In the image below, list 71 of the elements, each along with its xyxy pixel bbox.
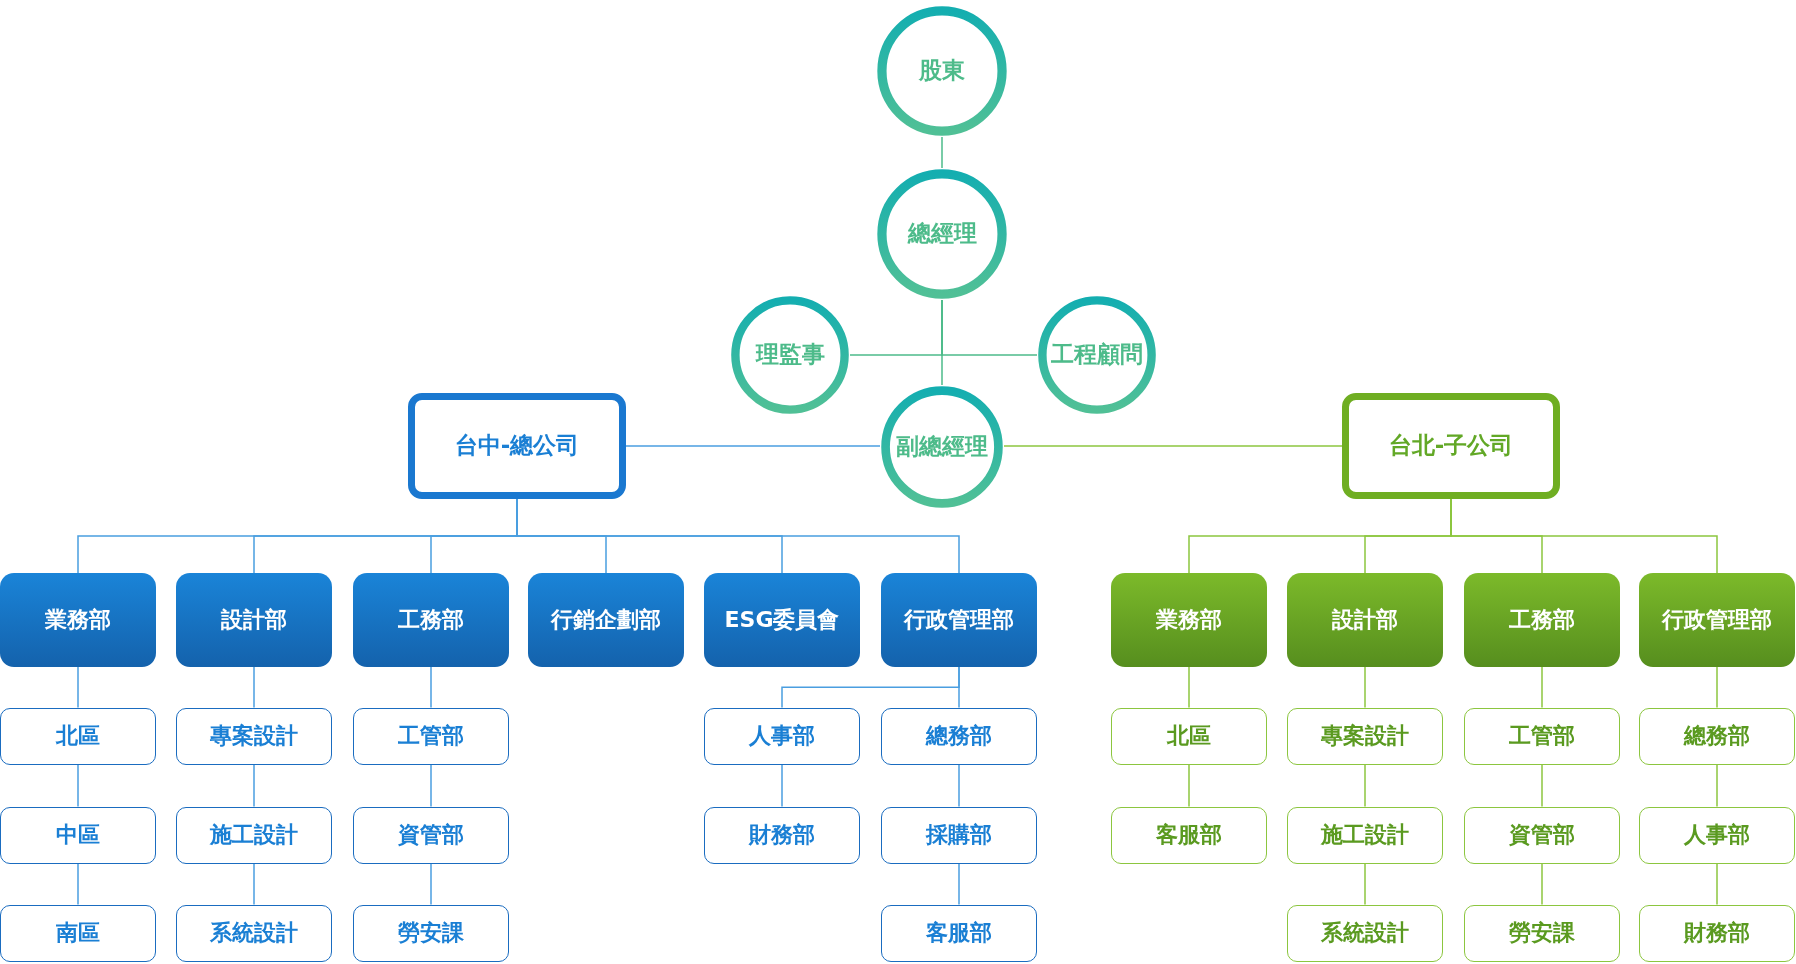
connector-line [430, 763, 432, 808]
section-box: 總務部 [881, 707, 1037, 765]
section-box: 中區 [0, 806, 156, 864]
connector-line [1003, 445, 1343, 447]
department-box: 設計部 [1287, 573, 1443, 667]
connector-line [1716, 666, 1718, 709]
department-box: 行政管理部 [1639, 573, 1795, 667]
connector-line [1716, 862, 1718, 906]
connector-line [1541, 862, 1543, 906]
section-box: 系統設計 [176, 904, 332, 962]
connector-line [77, 763, 79, 808]
section-box: 人事部 [704, 707, 860, 765]
connector-line [1450, 498, 1718, 574]
connector-line [781, 763, 783, 808]
connector-line [253, 666, 255, 709]
section-box: 專案設計 [1287, 707, 1443, 765]
section-box: 南區 [0, 904, 156, 962]
section-box: 財務部 [1639, 904, 1795, 962]
connector-line [77, 862, 79, 906]
department-box: 行銷企劃部 [528, 573, 684, 667]
connector-line [941, 136, 943, 169]
section-box: 總務部 [1639, 707, 1795, 765]
connector-line [958, 862, 960, 906]
connector-line [253, 862, 255, 906]
section-box: 勞安課 [353, 904, 509, 962]
connector-line [1364, 763, 1366, 808]
role-circle: 副總經理 [880, 385, 1004, 509]
connector-line [1364, 862, 1366, 906]
section-box: 施工設計 [176, 806, 332, 864]
role-circle: 理監事 [730, 295, 850, 415]
section-box: 資管部 [1464, 806, 1620, 864]
connector-line [1364, 666, 1366, 709]
department-box: 工務部 [353, 573, 509, 667]
section-box: 客服部 [881, 904, 1037, 962]
connector-line [1188, 763, 1190, 808]
connector-line [430, 862, 432, 906]
department-box: ESG委員會 [704, 573, 860, 667]
department-box: 設計部 [176, 573, 332, 667]
role-circle: 股東 [876, 5, 1008, 137]
connector-line [958, 666, 960, 709]
department-box: 業務部 [0, 573, 156, 667]
company-box: 台北-子公司 [1342, 393, 1560, 499]
section-box: 財務部 [704, 806, 860, 864]
section-box: 北區 [1111, 707, 1267, 765]
company-box: 台中-總公司 [408, 393, 626, 499]
connector-line [1541, 666, 1543, 709]
connector-line [1541, 763, 1543, 808]
section-box: 北區 [0, 707, 156, 765]
connector-line [941, 299, 943, 386]
role-circle: 總經理 [876, 168, 1008, 300]
connector-line [77, 666, 79, 709]
connector-line [625, 445, 881, 447]
section-box: 客服部 [1111, 806, 1267, 864]
section-box: 工管部 [353, 707, 509, 765]
section-box: 專案設計 [176, 707, 332, 765]
section-box: 人事部 [1639, 806, 1795, 864]
section-box: 系統設計 [1287, 904, 1443, 962]
connector-line [1716, 763, 1718, 808]
department-box: 業務部 [1111, 573, 1267, 667]
section-box: 資管部 [353, 806, 509, 864]
role-circle: 工程顧問 [1037, 295, 1157, 415]
section-box: 勞安課 [1464, 904, 1620, 962]
department-box: 行政管理部 [881, 573, 1037, 667]
connector-line [958, 763, 960, 808]
connector-line [430, 666, 432, 709]
section-box: 採購部 [881, 806, 1037, 864]
section-box: 施工設計 [1287, 806, 1443, 864]
connector-line [253, 763, 255, 808]
connector-line [1188, 666, 1190, 709]
department-box: 工務部 [1464, 573, 1620, 667]
section-box: 工管部 [1464, 707, 1620, 765]
